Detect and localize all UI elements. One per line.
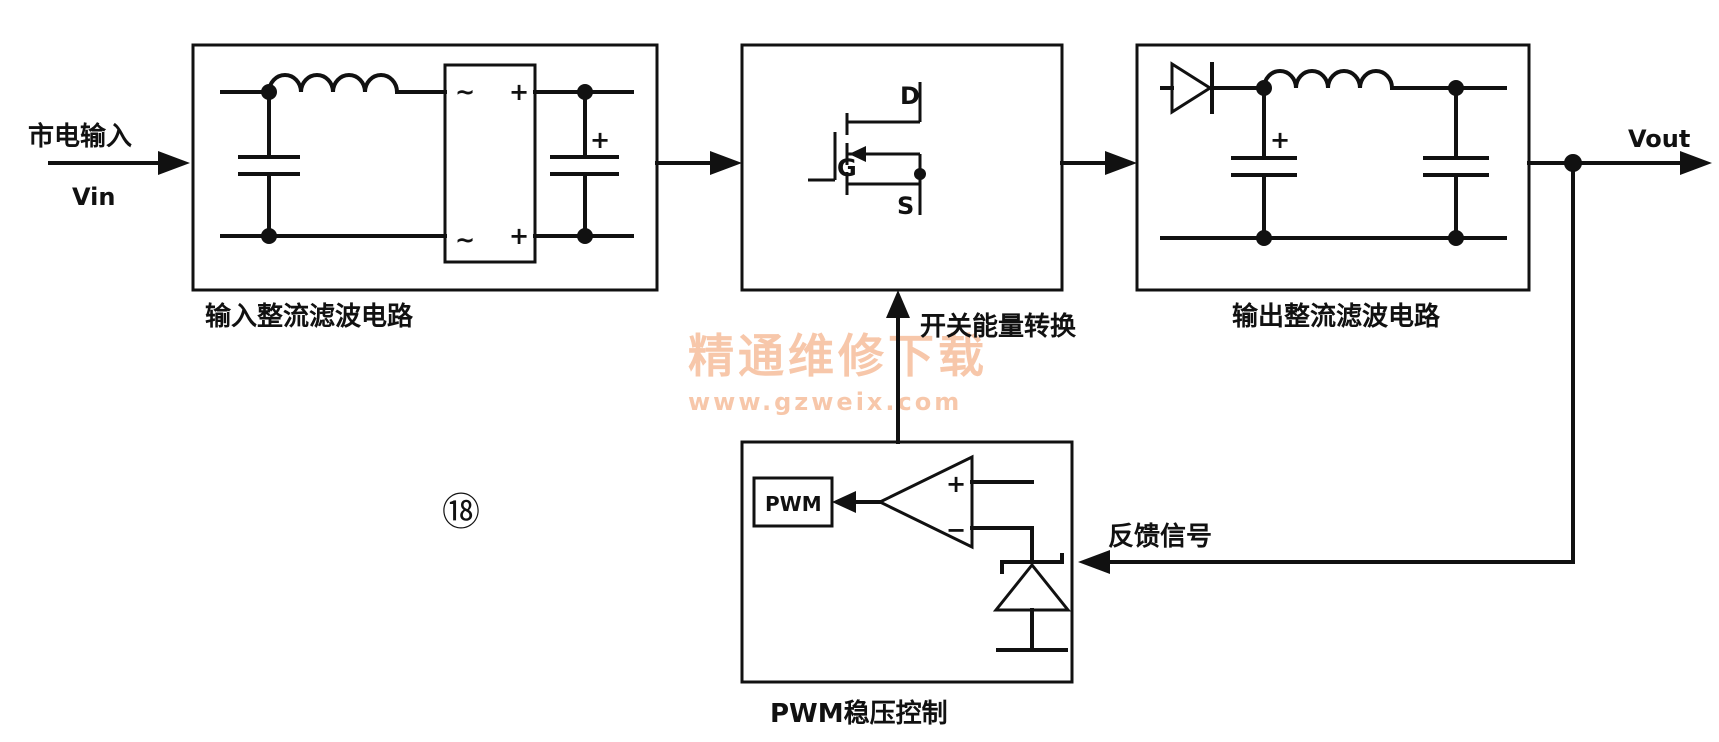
watermark-url: www.gzweix.com [688, 388, 962, 416]
mosfet-symbol: D G S [808, 82, 926, 220]
vin-label: Vin [72, 183, 115, 211]
svg-text:G: G [837, 154, 857, 182]
input-filter-capacitor: + [550, 90, 619, 238]
svg-text:−: − [946, 516, 966, 544]
figure-number: ⑱ [442, 490, 480, 534]
pwm-label: PWM [765, 492, 822, 516]
svg-text:+: + [509, 222, 529, 250]
svg-text:+: + [946, 470, 966, 498]
pwm-block-title: PWM稳压控制 [770, 698, 948, 729]
feedback-signal-label: 反馈信号 [1108, 522, 1212, 552]
input-to-switch-arrow [655, 151, 742, 175]
input-capacitor [238, 90, 300, 238]
input-block-title: 输入整流滤波电路 [205, 301, 414, 332]
svg-text:S: S [897, 192, 914, 220]
svg-text:~: ~ [455, 78, 475, 106]
svg-text:+: + [509, 78, 529, 106]
vout-label: Vout [1628, 125, 1690, 153]
switching-block: D G S [740, 43, 1064, 292]
output-rectifier-filter-block: + [1135, 43, 1531, 292]
output-diode [1160, 61, 1266, 115]
mains-input-arrow [48, 151, 190, 175]
pwm-to-switch-arrow [886, 290, 910, 444]
feedback-line [1078, 161, 1575, 574]
pwm-control-block: PWM + − [740, 440, 1074, 684]
mains-input-label: 市电输入 [28, 121, 132, 152]
output-capacitor-1: + [1231, 86, 1297, 240]
opamp-symbol: + − [876, 454, 1034, 564]
svg-text:+: + [590, 126, 610, 154]
svg-text:D: D [900, 82, 920, 110]
svg-text:+: + [1270, 126, 1290, 154]
input-inductor [266, 73, 400, 95]
input-rectifier-filter-block: ~ ~ + + + [191, 43, 659, 292]
output-inductor [1261, 69, 1395, 91]
zener-diode [992, 553, 1072, 652]
svg-text:~: ~ [455, 226, 475, 254]
switch-to-output-arrow [1060, 151, 1137, 175]
bridge-rectifier: ~ ~ + + [443, 63, 537, 264]
output-capacitor-2 [1423, 86, 1489, 240]
output-block-title: 输出整流滤波电路 [1232, 301, 1441, 332]
switch-conversion-label: 开关能量转换 [920, 311, 1077, 342]
vout-arrow [1527, 151, 1712, 175]
watermark-title: 精通维修下载 [688, 329, 988, 383]
